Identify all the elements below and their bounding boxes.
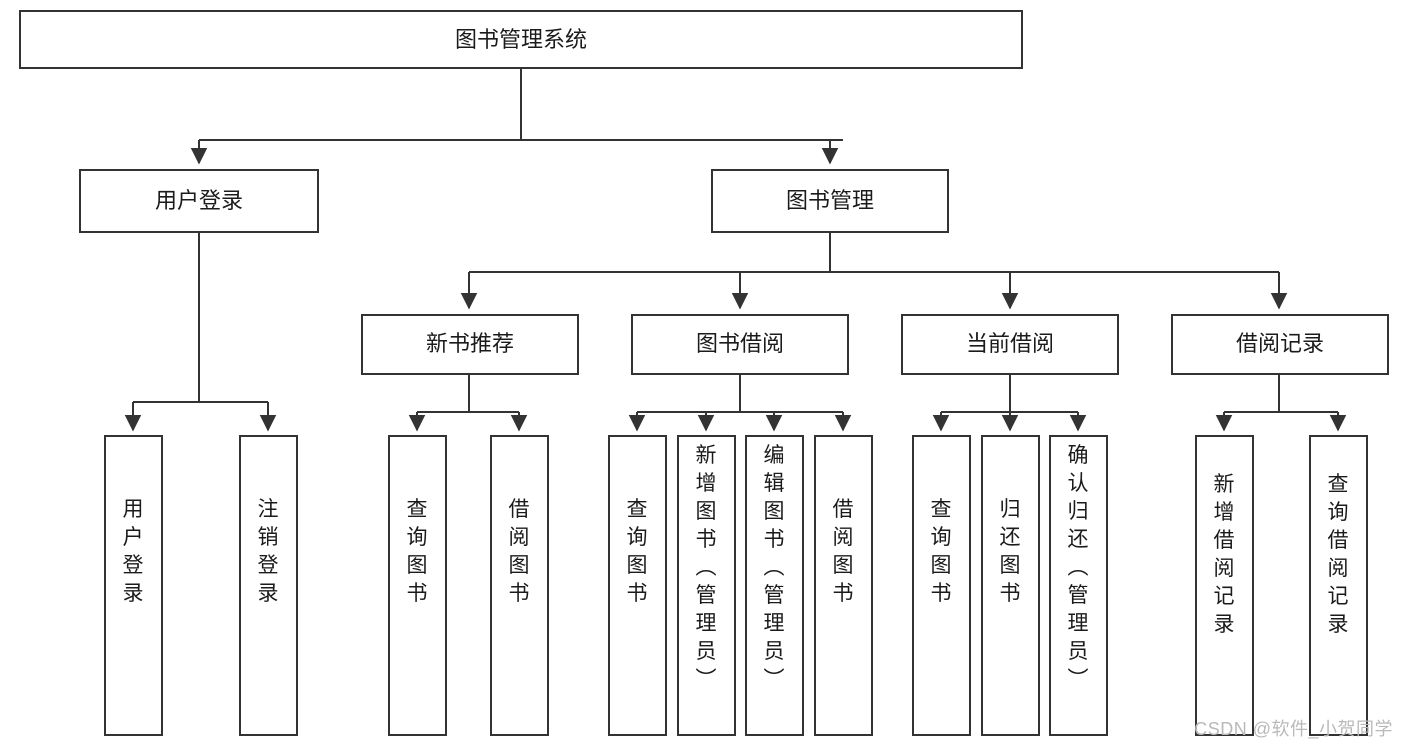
node-leaf-borrow-book-2-box[interactable] (814, 435, 873, 736)
node-book-borrow-label: 图书借阅 (696, 331, 784, 356)
node-leaf-query-record-box[interactable] (1309, 435, 1368, 736)
node-new-book-recommend-box[interactable] (361, 314, 579, 375)
node-leaf-confirm-return-box[interactable] (1049, 435, 1108, 736)
node-user-login-label: 用户登录 (155, 188, 243, 213)
node-leaf-add-record[interactable]: 新增借阅记录 (1195, 435, 1254, 736)
node-leaf-borrow-book-1[interactable]: 借阅图书 (490, 435, 549, 736)
node-root-label: 图书管理系统 (455, 27, 587, 52)
node-user-login[interactable]: 用户登录 (79, 169, 319, 233)
node-leaf-query-book-2-box[interactable] (608, 435, 667, 736)
node-leaf-return-book[interactable]: 归还图书 (981, 435, 1040, 736)
node-leaf-query-book-1-box[interactable] (388, 435, 447, 736)
node-leaf-user-logout[interactable]: 注销登录 (239, 435, 298, 736)
node-borrow-record-box[interactable] (1171, 314, 1389, 375)
node-leaf-query-book-2-label: 查询图书 (627, 498, 648, 605)
node-leaf-confirm-return-label: 确认归还︵管理员︶ (1068, 444, 1089, 691)
node-leaf-query-book-1[interactable]: 查询图书 (388, 435, 447, 736)
node-leaf-add-book-label: 新增图书︵管理员︶ (696, 444, 717, 691)
node-leaf-user-login-box[interactable] (104, 435, 163, 736)
node-leaf-borrow-book-1-box[interactable] (490, 435, 549, 736)
connectors-level1 (190, 68, 843, 165)
node-leaf-edit-book[interactable]: 编辑图书︵管理员︶ (745, 435, 804, 736)
node-leaf-add-book-box[interactable] (677, 435, 736, 736)
node-leaf-add-record-box[interactable] (1195, 435, 1254, 736)
node-leaf-add-record-label: 新增借阅记录 (1214, 473, 1235, 636)
node-leaf-user-login[interactable]: 用户登录 (104, 435, 163, 736)
node-book-borrow-box[interactable] (631, 314, 849, 375)
node-leaf-query-record[interactable]: 查询借阅记录 (1309, 435, 1368, 736)
node-leaf-borrow-book-2-label: 借阅图书 (833, 498, 854, 605)
node-borrow-record[interactable]: 借阅记录 (1171, 314, 1389, 375)
node-root[interactable]: 图书管理系统 (19, 10, 1023, 69)
connectors-borrow-record-children (1215, 374, 1347, 432)
node-leaf-query-book-3-box[interactable] (912, 435, 971, 736)
node-book-borrow[interactable]: 图书借阅 (631, 314, 849, 375)
node-book-manage[interactable]: 图书管理 (711, 169, 949, 233)
node-current-borrow[interactable]: 当前借阅 (901, 314, 1119, 375)
connectors-book-borrow-children (628, 374, 852, 432)
node-leaf-add-book[interactable]: 新增图书︵管理员︶ (677, 435, 736, 736)
node-leaf-query-book-2[interactable]: 查询图书 (608, 435, 667, 736)
node-current-borrow-box[interactable] (901, 314, 1119, 375)
node-leaf-return-book-box[interactable] (981, 435, 1040, 736)
node-book-manage-label: 图书管理 (786, 188, 874, 213)
connectors-current-borrow-children (932, 374, 1087, 432)
node-book-manage-box[interactable] (711, 169, 949, 233)
node-new-book-recommend-label: 新书推荐 (426, 331, 514, 356)
csdn-watermark: CSDN @软件_小贺同学 (1194, 719, 1393, 739)
node-leaf-borrow-book-2[interactable]: 借阅图书 (814, 435, 873, 736)
node-leaf-query-book-3-label: 查询图书 (931, 498, 952, 605)
node-leaf-user-logout-label: 注销登录 (258, 498, 279, 605)
node-new-book-recommend[interactable]: 新书推荐 (361, 314, 579, 375)
node-user-login-box[interactable] (79, 169, 319, 233)
node-leaf-edit-book-box[interactable] (745, 435, 804, 736)
connectors-new-book-recommend-children (408, 374, 528, 432)
node-leaf-query-book-1-label: 查询图书 (407, 498, 428, 605)
node-leaf-confirm-return[interactable]: 确认归还︵管理员︶ (1049, 435, 1108, 736)
node-leaf-user-login-label: 用户登录 (123, 498, 144, 605)
connectors-level2-book-manage (460, 232, 1288, 310)
node-leaf-user-logout-box[interactable] (239, 435, 298, 736)
connectors-user-login-children (124, 232, 277, 432)
node-leaf-borrow-book-1-label: 借阅图书 (509, 498, 530, 605)
node-current-borrow-label: 当前借阅 (966, 331, 1054, 356)
node-leaf-query-book-3[interactable]: 查询图书 (912, 435, 971, 736)
node-leaf-query-record-label: 查询借阅记录 (1328, 473, 1349, 636)
node-leaf-return-book-label: 归还图书 (1000, 498, 1021, 605)
node-borrow-record-label: 借阅记录 (1236, 331, 1324, 356)
node-root-box[interactable] (19, 10, 1023, 69)
node-leaf-edit-book-label: 编辑图书︵管理员︶ (764, 444, 785, 691)
